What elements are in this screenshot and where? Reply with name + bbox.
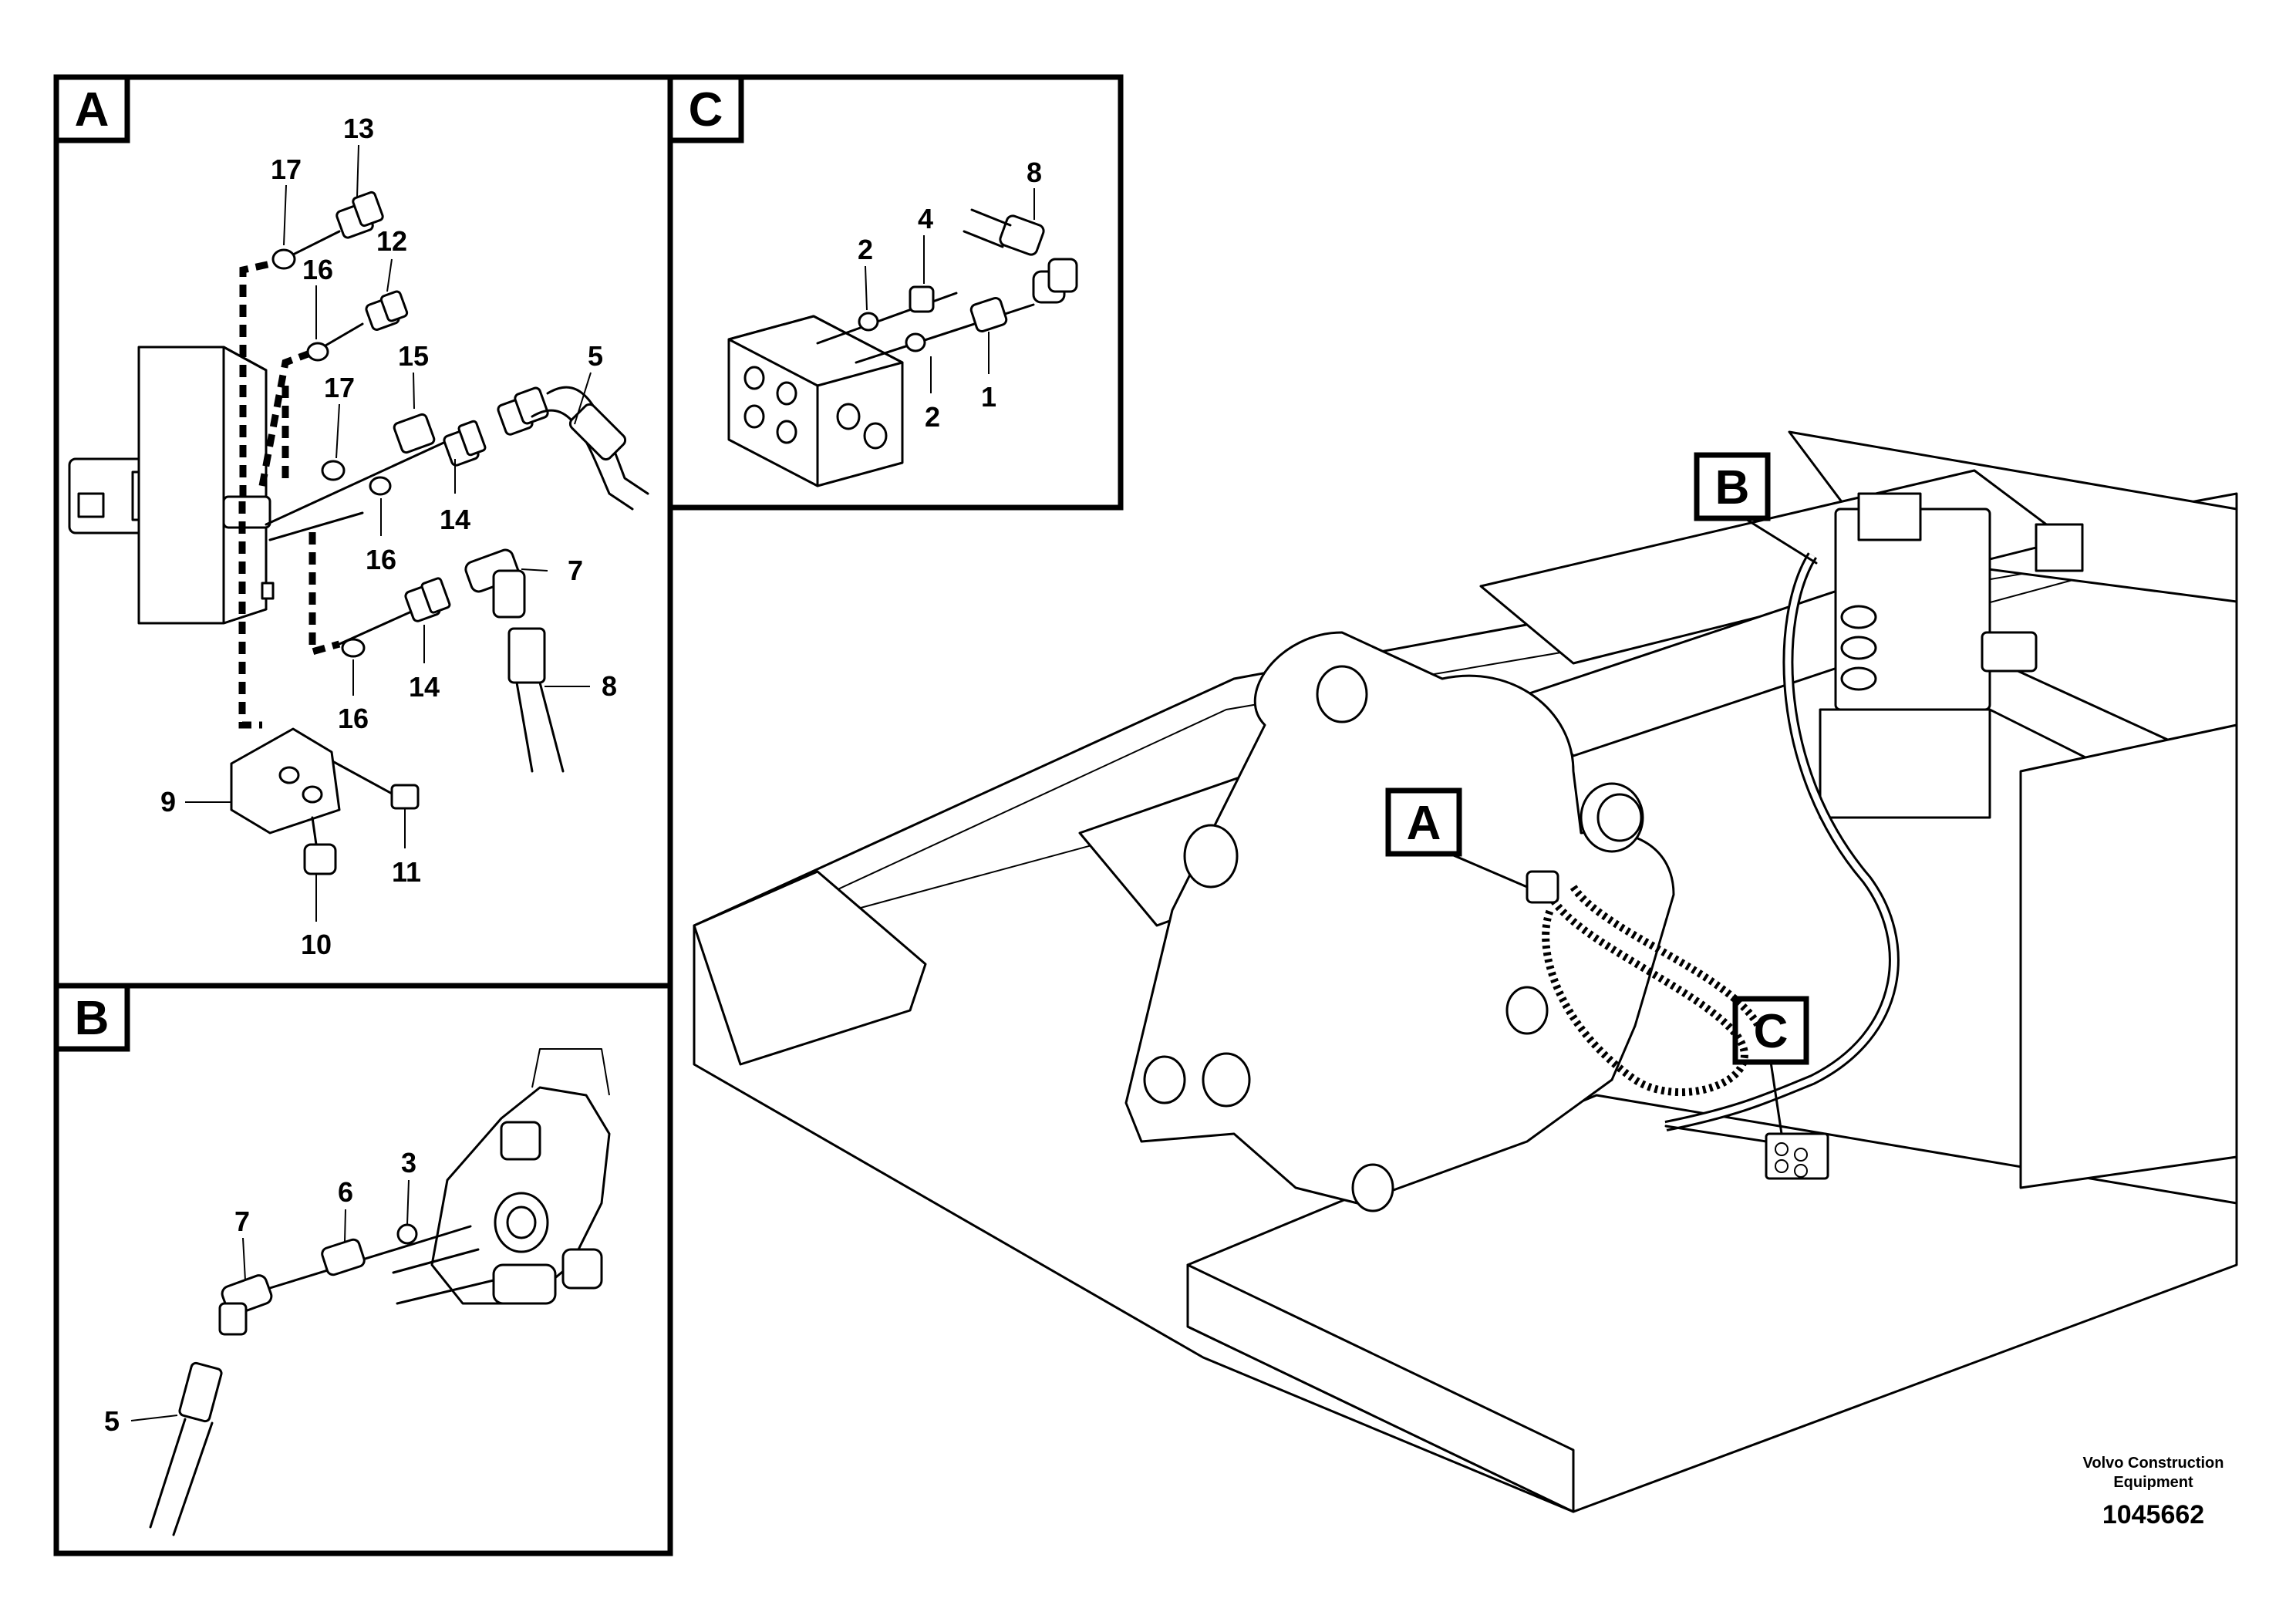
callout-3: 3 <box>401 1147 416 1179</box>
detail-a-tag-box <box>53 74 130 143</box>
callout-6: 6 <box>338 1176 353 1208</box>
valve-block <box>68 346 275 625</box>
control-valve-section <box>392 1048 611 1305</box>
detail-view-b: B 3 <box>53 983 673 1556</box>
detail-b-tag-box <box>53 983 130 1052</box>
callout-16b: 16 <box>366 544 396 575</box>
callout-14b: 14 <box>409 671 440 703</box>
overview-tag-c: C <box>1754 1005 1789 1058</box>
machine-overview: B A C <box>693 430 2238 1513</box>
callout-5-b: 5 <box>104 1405 120 1437</box>
leaders-a <box>185 144 592 922</box>
callouts-a: 13 17 12 16 15 17 5 16 14 7 14 16 8 9 11… <box>160 113 617 960</box>
callout-17: 17 <box>271 153 302 185</box>
callout-5: 5 <box>588 340 603 372</box>
callout-12: 12 <box>376 225 407 257</box>
detail-c-tag: C <box>689 83 723 137</box>
callout-13: 13 <box>343 113 374 144</box>
overview-tag-a: A <box>1407 797 1441 850</box>
callout-8: 8 <box>602 670 617 702</box>
connection-lines-a <box>238 230 472 796</box>
leaders-c <box>865 188 1035 393</box>
detail-view-a: A <box>53 74 673 989</box>
callout-16c: 16 <box>338 703 369 734</box>
callout-1: 1 <box>981 381 996 413</box>
brand-line-2: Equipment <box>2113 1474 2193 1491</box>
manifold-c <box>1765 1132 1829 1180</box>
tag-box-b <box>1694 452 1771 521</box>
callout-4: 4 <box>918 203 933 234</box>
detail-b-tag: B <box>75 992 110 1045</box>
leaders-b <box>130 1179 410 1421</box>
callout-2: 2 <box>858 234 873 265</box>
fittings-a <box>271 191 549 658</box>
tag-box-a <box>1385 787 1462 857</box>
callout-7: 7 <box>568 555 583 586</box>
detail-c-tag-box <box>667 74 744 143</box>
detail-a-tag: A <box>75 83 110 137</box>
callout-10: 10 <box>301 929 332 960</box>
callouts-b: 3 6 7 5 <box>104 1147 416 1437</box>
callout-14: 14 <box>440 504 470 535</box>
detail-view-c: C <box>667 74 1124 511</box>
callouts-c: 8 4 2 2 1 <box>858 157 1042 433</box>
elbow-7-hose-8 <box>464 548 565 773</box>
overview-tag-b: B <box>1715 461 1750 514</box>
footer: Volvo Construction Equipment 1045662 <box>2083 1455 2224 1529</box>
detail-c-frame <box>667 74 1124 511</box>
brand-line-1: Volvo Construction <box>2083 1455 2224 1472</box>
callout-9: 9 <box>160 786 176 818</box>
hose-5-a <box>531 386 649 511</box>
callout-2b: 2 <box>925 401 940 433</box>
callout-7-b: 7 <box>234 1206 250 1237</box>
callout-16: 16 <box>302 254 333 285</box>
callout-11: 11 <box>392 856 421 888</box>
fittings-b <box>149 1223 472 1536</box>
distribution-block <box>727 315 904 487</box>
detail-b-frame <box>53 983 673 1556</box>
fittings-c <box>816 208 1078 364</box>
callout-15: 15 <box>398 340 429 372</box>
control-valve <box>1819 492 2084 819</box>
boom-mount-structure <box>1124 631 1675 1212</box>
pilot-hoses <box>1526 552 1900 1143</box>
overview-tags: B A C <box>1385 452 1818 1135</box>
document-number: 1045662 <box>2102 1500 2204 1529</box>
callout-17b: 17 <box>324 372 355 403</box>
bracket-9 <box>230 727 420 875</box>
callout-8-c: 8 <box>1027 157 1042 188</box>
